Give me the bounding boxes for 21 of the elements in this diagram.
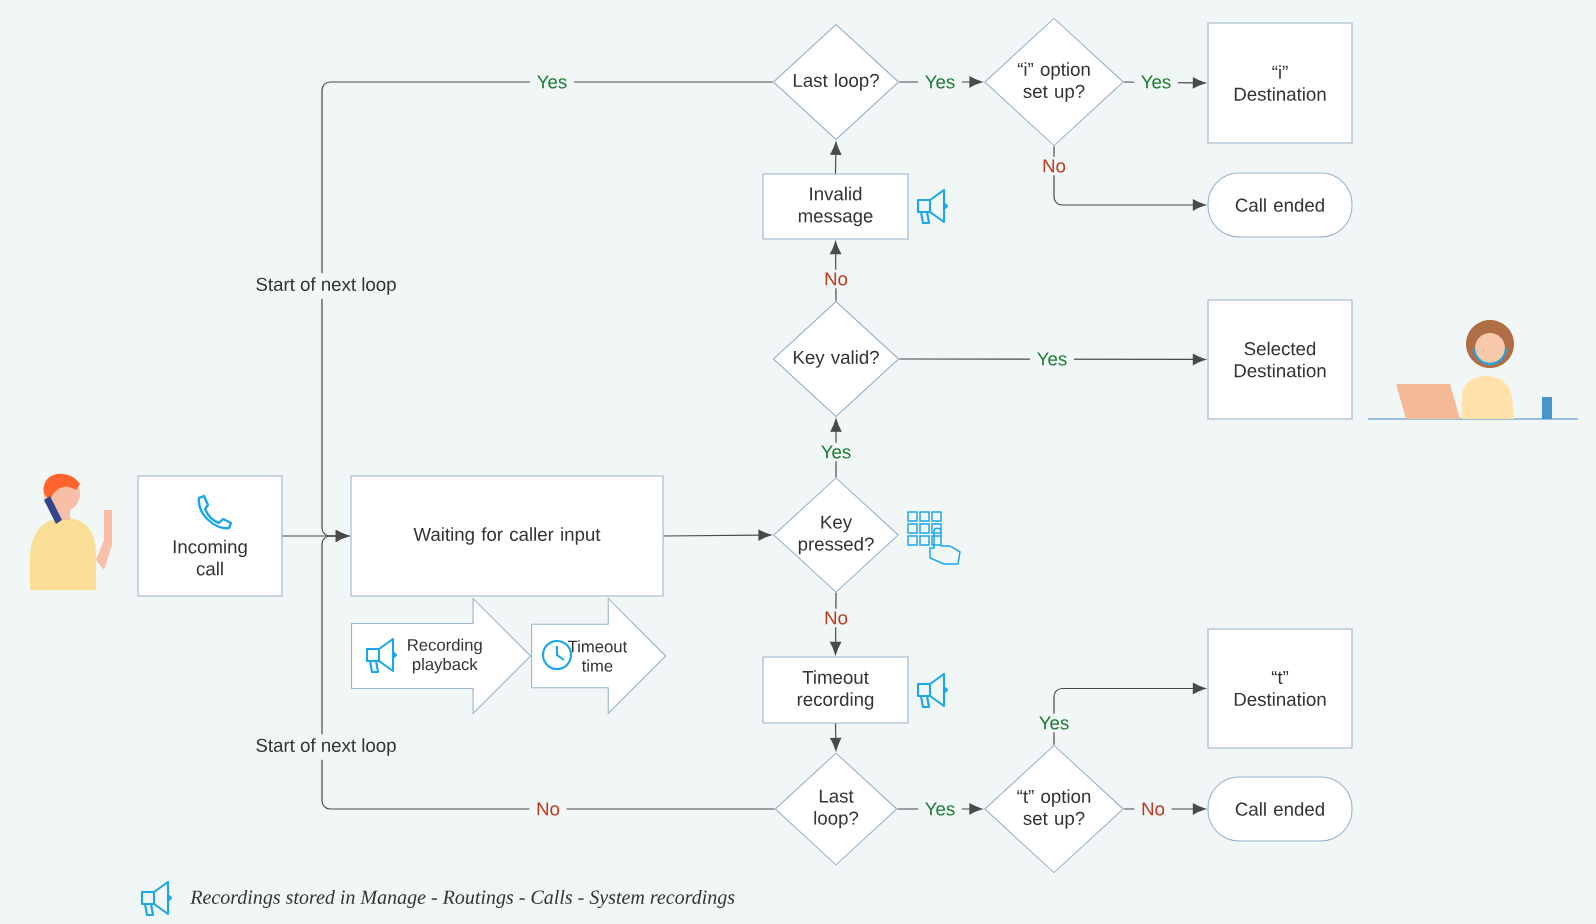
arrow [830,722,842,751]
loop-label: Start of next loop [251,734,401,760]
arrow [830,141,842,175]
arrow [1053,145,1206,211]
process-box: “t” Destination [1207,628,1353,749]
end-terminal: Call ended [1207,776,1353,842]
arrow [1053,683,1206,746]
arrow [662,529,772,541]
process-step: Recording playback [351,597,532,715]
arrow [830,241,842,302]
process-box: Selected Destination [1207,299,1353,420]
process-box: “i” Destination [1207,22,1353,144]
end-terminal: Call ended [1207,172,1353,238]
process-box: Timeout recording [762,656,909,724]
footnote: Recordings stored in Manage - Routings - Calls - System recordings [190,889,735,909]
arrow [321,530,776,810]
process-box: Waiting for caller input [350,475,664,597]
loop-label: Start of next loop [251,273,401,299]
process-box: Incoming call [137,475,283,597]
process-step: Timeout time [531,597,667,715]
process-box: Invalid message [762,173,909,240]
